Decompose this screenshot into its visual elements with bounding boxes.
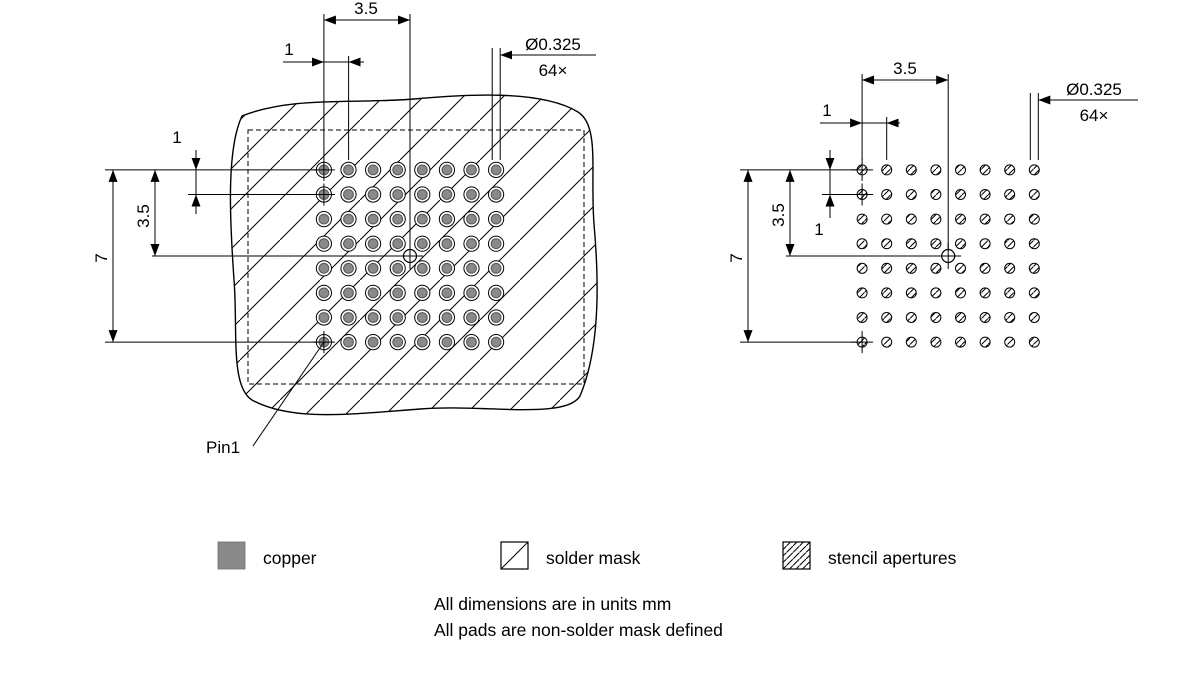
stencil-apertures [851,158,1040,354]
left-dim-3-5-label: 3.5 [354,0,378,18]
note-mask: All pads are non-solder mask defined [434,620,723,640]
pin1-label: Pin1 [206,438,240,457]
legend-solder-mask-label: solder mask [546,548,641,568]
left-dim-7-label: 7 [92,253,111,262]
note-units: All dimensions are in units mm [434,594,671,614]
left-view: 3.5 1 Ø0.325 64× 7 3.5 1 Pin1 [92,0,598,457]
left-center-target [397,243,423,269]
right-dia-qty-label: 64× [1080,106,1109,125]
right-dimensions [740,74,1138,343]
legend-copper-label: copper [263,548,317,568]
copper-swatch [217,541,246,570]
copper-pads [312,158,505,354]
legend-stencil-label: stencil apertures [828,548,957,568]
left-side-3-5-label: 3.5 [134,204,153,228]
right-dim-7-label: 7 [727,253,746,262]
right-dim-3-5-label: 3.5 [893,59,917,78]
notes: All dimensions are in units mm All pads … [434,594,723,640]
left-dim-1-label: 1 [284,40,293,59]
left-dia-qty-label: 64× [539,61,568,80]
right-dim-1-label: 1 [822,101,831,120]
right-side-3-5-label: 3.5 [769,203,788,227]
right-center-target [935,243,961,269]
left-side-1-label: 1 [172,128,181,147]
right-dia-label: Ø0.325 [1066,80,1122,99]
left-dimensions [105,14,596,447]
left-dia-label: Ø0.325 [525,35,581,54]
mask-boundary [247,129,585,385]
legend: copper solder mask stencil apertures [217,541,957,570]
right-view: 3.5 1 Ø0.325 64× 7 3.5 1 [727,59,1138,354]
stencil-swatch [782,541,811,570]
right-side-1-label: 1 [814,220,823,239]
